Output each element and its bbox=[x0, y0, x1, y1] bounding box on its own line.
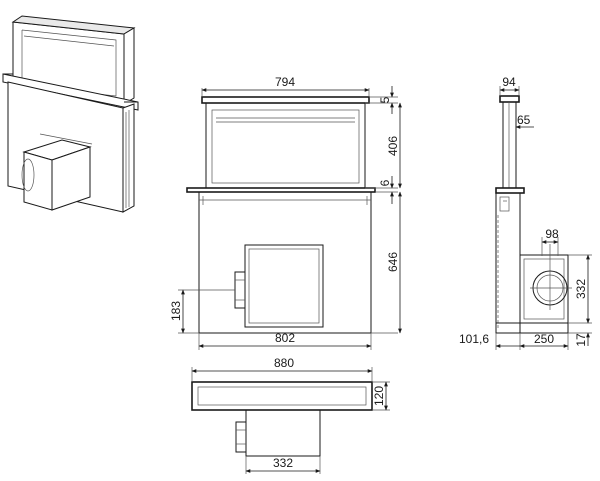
front-worktop bbox=[186, 187, 376, 193]
side-glass-column bbox=[502, 101, 517, 189]
dim-top-width: 794 bbox=[275, 75, 295, 89]
front-motor bbox=[244, 244, 324, 328]
dim-body-width: 802 bbox=[275, 331, 295, 345]
dim-motor-offset: 183 bbox=[169, 301, 183, 321]
dim-raised-height: 406 bbox=[386, 136, 400, 156]
dim-glass-depth: 94 bbox=[502, 75, 516, 89]
dim-plan-motor-width: 332 bbox=[273, 456, 293, 470]
side-body bbox=[495, 192, 521, 334]
front-body bbox=[198, 191, 372, 334]
front-motor-outlet bbox=[234, 271, 246, 309]
side-glass-top bbox=[499, 95, 520, 103]
dim-duct-diameter: 98 bbox=[545, 227, 559, 241]
dim-top-gap: 5 bbox=[378, 96, 392, 103]
dim-back-offset: 101,6 bbox=[459, 332, 489, 346]
front-glass-panel bbox=[205, 102, 366, 189]
plan-worktop bbox=[191, 381, 373, 411]
front-top-cap bbox=[201, 96, 370, 104]
dim-motor-height: 332 bbox=[574, 279, 588, 299]
dim-lip: 6 bbox=[378, 179, 392, 186]
dim-motor-depth: 250 bbox=[534, 332, 554, 346]
dim-plan-depth: 120 bbox=[372, 386, 386, 406]
dim-plan-width: 880 bbox=[274, 356, 294, 370]
plan-motor-outlet bbox=[235, 421, 247, 453]
front-view: 794 5 406 6 646 183 802 bbox=[169, 75, 402, 350]
dim-body-height: 646 bbox=[386, 252, 400, 272]
plan-motor bbox=[245, 409, 321, 457]
side-view: 94 65 98 332 17 101,6 250 bbox=[459, 75, 592, 350]
dim-base: 17 bbox=[574, 333, 588, 347]
isometric-view bbox=[2, 15, 139, 213]
dim-glass-inset: 65 bbox=[517, 113, 531, 127]
side-motor bbox=[519, 254, 569, 324]
iso-worktop bbox=[2, 73, 139, 111]
plan-view: 880 120 332 bbox=[191, 356, 390, 474]
